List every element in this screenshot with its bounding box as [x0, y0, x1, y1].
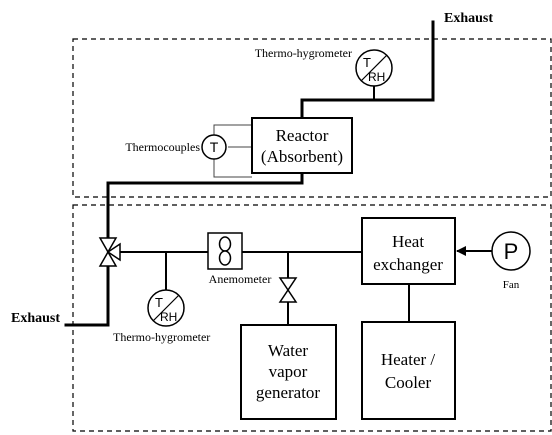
- heat-exchanger-label-line1: Heat: [392, 232, 424, 251]
- reactor-label-line1: Reactor: [276, 126, 329, 145]
- anemometer-label: Anemometer: [209, 272, 272, 286]
- exhaust-top-pipe: [300, 20, 435, 120]
- fan-icon: P: [491, 231, 531, 271]
- water-vapor-generator-label-line3: generator: [256, 383, 321, 402]
- heater-cooler-label-line1: Heater /: [381, 350, 436, 369]
- thermocouple-wires: [213, 124, 252, 178]
- water-vapor-generator-box: [240, 324, 337, 420]
- thermo-hygrometer-bottom-t: T: [155, 295, 163, 310]
- pipe-network: [64, 20, 435, 327]
- lower-dashed-enclosure: [72, 204, 552, 432]
- thermocouple-t: T: [210, 139, 219, 155]
- reactor-box: [251, 117, 353, 174]
- thermo-hygrometer-top-rh: RH: [368, 70, 385, 84]
- reactor-label-line2: (Absorbent): [261, 147, 343, 166]
- thermo-hygrometer-bottom-rh: RH: [160, 310, 177, 324]
- exhaust-left-label: Exhaust: [11, 311, 60, 326]
- heater-cooler-box: [361, 321, 456, 420]
- thermo-hygrometer-top-t: T: [363, 55, 371, 70]
- heat-exchanger-label-line2: exchanger: [373, 255, 443, 274]
- thermocouples-label: Thermocouples: [125, 140, 200, 154]
- thermocouple-icon: T: [201, 134, 227, 160]
- vapor-valve: [278, 277, 298, 303]
- exhaust-left-pipe: [64, 266, 110, 327]
- water-vapor-generator-label-line2: vapor: [269, 362, 308, 381]
- heat-exchanger-box: [361, 217, 456, 285]
- thermo-hygrometer-bottom-label: Thermo-hygrometer: [113, 330, 210, 344]
- thermo-hygrometer-top-icon: T RH: [355, 49, 393, 87]
- fan-p: P: [504, 239, 519, 264]
- heater-cooler-label-line2: Cooler: [385, 373, 432, 392]
- reactor-outlet-pipe: [106, 171, 304, 239]
- thermo-hygrometer-top-label: Thermo-hygrometer: [255, 46, 352, 60]
- upper-dashed-enclosure: [72, 38, 552, 198]
- three-way-valve: [98, 237, 121, 267]
- thermo-hygrometer-bottom-icon: T RH: [147, 289, 185, 327]
- anemometer-icon: [207, 232, 243, 270]
- exhaust-top-label: Exhaust: [444, 11, 493, 26]
- fan-label: Fan: [503, 279, 520, 291]
- water-vapor-generator-label-line1: Water: [268, 341, 308, 360]
